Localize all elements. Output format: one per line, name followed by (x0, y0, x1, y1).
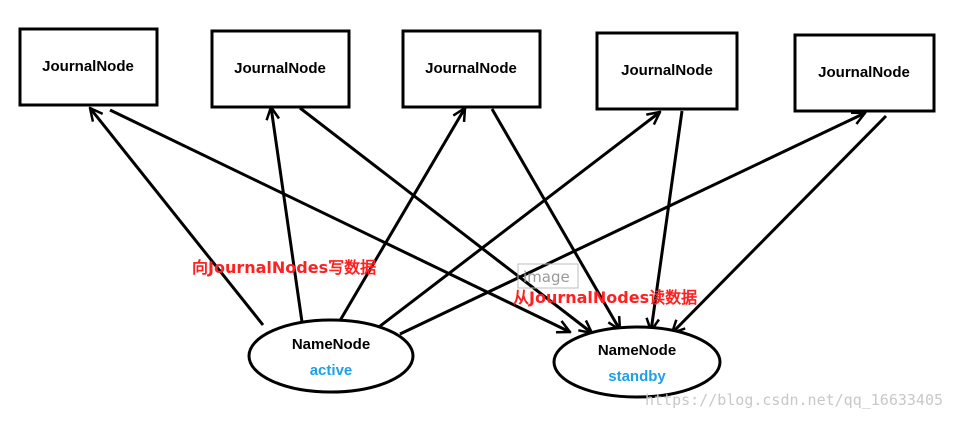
journal-node-label: JournalNode (818, 64, 910, 81)
read-caption: 从JournalNodes读数据 (513, 288, 697, 307)
namenode-standby-label: NameNode (598, 342, 676, 359)
journal-node-4: JournalNode (595, 31, 739, 111)
write-edge-jn2 (271, 107, 304, 323)
journal-node-2: JournalNode (210, 29, 351, 109)
journal-node-1: JournalNode (18, 27, 159, 107)
journal-node-label: JournalNode (425, 60, 517, 77)
namenode-active-state: active (310, 362, 353, 379)
read-edge-jn5 (672, 114, 888, 333)
write-caption: 向JournalNodes写数据 (192, 258, 376, 277)
watermark: https://blog.csdn.net/qq_16633405 (645, 391, 943, 409)
journal-node-3: JournalNode (401, 29, 542, 109)
journal-node-label: JournalNode (621, 62, 713, 79)
read-edge-jn1 (109, 108, 570, 332)
namenode-standby: NameNode standby (552, 325, 722, 399)
read-edge-jn3 (490, 108, 620, 330)
write-edges (90, 107, 865, 336)
write-edge-jn1 (90, 108, 265, 326)
write-edge-jn4 (374, 112, 660, 332)
journal-node-label: JournalNode (234, 60, 326, 77)
read-edge-jn4 (651, 110, 684, 331)
read-edges (109, 106, 888, 333)
journal-node-label: JournalNode (42, 58, 134, 75)
namenode-active-label: NameNode (292, 336, 370, 353)
read-edge-jn2 (299, 106, 592, 333)
namenode-active: NameNode active (247, 318, 415, 394)
write-edge-jn5 (399, 113, 865, 336)
write-edge-jn3 (336, 108, 465, 325)
image-placeholder-text: image (523, 268, 570, 286)
namenode-standby-state: standby (608, 368, 666, 385)
image-placeholder: image (517, 263, 579, 289)
journal-node-5: JournalNode (793, 33, 936, 113)
